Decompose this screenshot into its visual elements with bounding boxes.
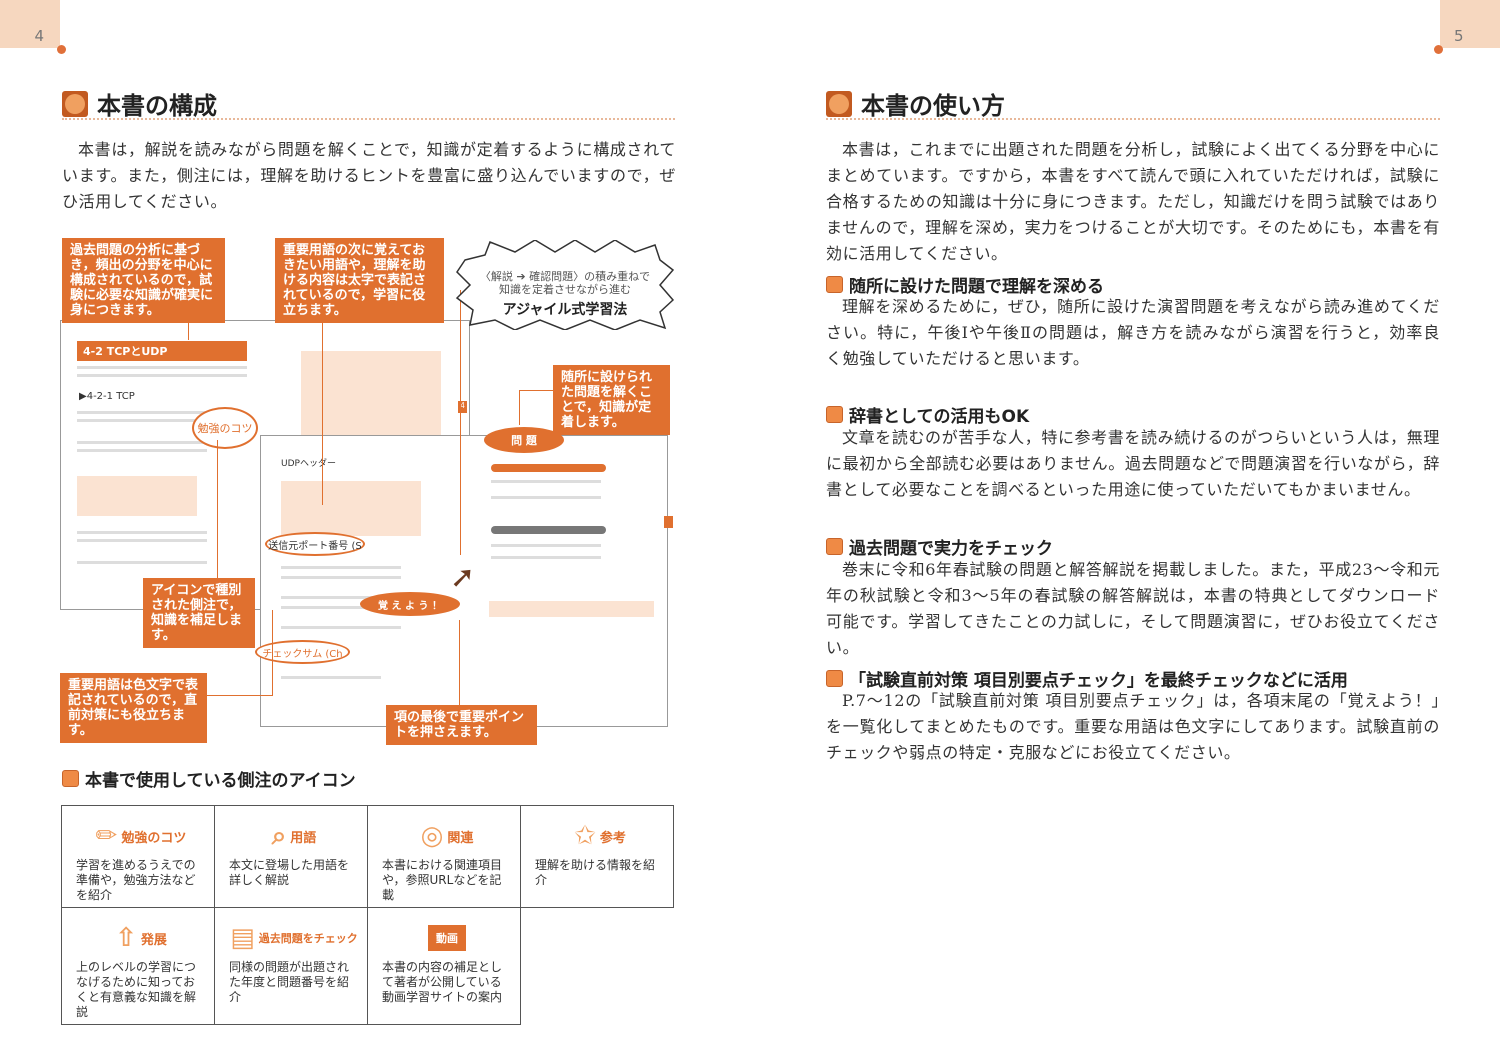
section-body: 理解を深めるために，ぜひ，随所に設けた演習問題を考えながら読み進めてください。特…	[826, 297, 1440, 368]
page-number-left: 4	[0, 0, 60, 48]
left-intro: 本書は，解説を読みながら問題を解くことで，知識が定着するように構成されています。…	[62, 137, 676, 215]
arrow-up-icon: ⇧	[115, 923, 137, 953]
magnifier-book-icon: ⌕	[271, 820, 287, 851]
section-heading: 過去問題で実力をチェック	[826, 534, 1053, 559]
heading-square-icon	[62, 770, 79, 787]
page-dot	[57, 45, 66, 54]
section-body: 文章を読むのが苦手な人，特に参考書を読み続けるのがつらいという人は，無理に最初か…	[826, 428, 1440, 499]
term-highlight: 送信元ポート番号 (S	[265, 532, 365, 556]
page-number-right: 5	[1440, 0, 1500, 48]
page-dot	[1434, 45, 1443, 54]
link-icon: ◎	[420, 821, 444, 851]
documents-icon: ▤	[230, 923, 255, 953]
starburst-agile: 〈解説 ➔ 確認問題〉の積み重ねで知識を定着させながら進むアジャイル式学習法	[455, 240, 675, 330]
icon-cell-kanren: ◎関連本書における関連項目や，参照URLなどを記載	[367, 805, 521, 908]
icon-cell-yougo: ⌕用語本文に登場した用語を詳しく解説	[214, 805, 368, 908]
pencil-icon: ✏	[95, 821, 118, 851]
monitor-icon: 動画	[428, 925, 466, 951]
icon-cell-sankou: ✩参考理解を助ける情報を紹介	[520, 805, 674, 908]
right-intro: 本書は，これまでに出題された問題を分析し，試験によく出てくる分野を中心にまとめて…	[826, 140, 1440, 263]
section-number: 4-2	[83, 345, 103, 358]
section-body: P.7～12の「試験直前対策 項目別要点チェック」は，各項末尾の「覚えよう！」を…	[826, 691, 1440, 762]
icon-cell-douga: 動画本書の内容の補足として著者が公開している動画学習サイトの案内	[367, 907, 521, 1025]
left-page-title: 本書の構成	[62, 86, 217, 121]
icons-table: ✏勉強のコツ学習を進めるうえでの準備や，勉強方法などを紹介 ⌕用語本文に登場した…	[61, 805, 674, 1025]
sample-page-2: UDPヘッダー	[260, 435, 673, 727]
star-icon: ✩	[574, 821, 596, 851]
callout-side-icons: アイコンで種別された側注で，知識を補足します。	[143, 578, 255, 648]
callout-frequent-topics: 過去問題の分析に基づき，頻出の分野を中心に構成されているので，試験に必要な知識が…	[62, 238, 225, 323]
arrow-icon: ➚	[450, 560, 476, 595]
section-heading: 辞書としての活用もOK	[826, 402, 1029, 427]
divider	[826, 118, 1440, 120]
icons-heading: 本書で使用している側注のアイコン	[62, 766, 356, 791]
heading-icon	[62, 90, 88, 117]
sample-subsection: ▶4-2-1 TCP	[79, 391, 135, 402]
right-page-title: 本書の使い方	[826, 86, 1005, 121]
icon-cell-benkyo: ✏勉強のコツ学習を進めるうえでの準備や，勉強方法などを紹介	[61, 805, 215, 908]
colored-term-highlight: チェックサム (Ch	[255, 640, 350, 664]
section-heading: 随所に設けた問題で理解を深める	[826, 272, 1104, 297]
callout-bold-terms: 重要用語の次に覚えておきたい用語や，理解を助ける内容は太字で表記されているので，…	[275, 238, 444, 323]
oboeyou-highlight: 覚 え よ う ！	[360, 592, 460, 616]
title-text: 本書の構成	[97, 92, 217, 120]
intro-text: 本書は，解説を読みながら問題を解くことで，知識が定着するように構成されています。…	[62, 140, 676, 211]
sidenote-highlight: 勉強のコツ	[192, 407, 258, 449]
section-heading: 「試験直前対策 項目別要点チェック」を最終チェックなどに活用	[826, 666, 1348, 691]
section-title: TCPとUDP	[106, 345, 168, 358]
heading-icon	[826, 90, 852, 117]
problem-highlight: 問 題	[484, 427, 564, 453]
callout-problems: 随所に設けられた問題を解くことで，知識が定着します。	[553, 365, 670, 435]
icon-cell-kako: ▤過去問題をチェック同様の問題が出題された年度と問題番号を紹介	[214, 907, 368, 1025]
callout-key-points: 項の最後で重要ポイントを押さえます。	[386, 705, 537, 745]
callout-colored-terms: 重要用語は色文字で表記されているので，直前対策にも役立ちます。	[60, 673, 207, 743]
divider	[62, 118, 675, 120]
sample-section-heading: 4-2 TCPとUDP	[77, 341, 247, 361]
icon-cell-hatten: ⇧発展上のレベルの学習につなげるために知っておくと有意義な知識を解説	[61, 907, 215, 1025]
section-body: 巻末に令和6年春試験の問題と解答解説を掲載しました。また，平成23～令和元年の秋…	[826, 560, 1440, 657]
